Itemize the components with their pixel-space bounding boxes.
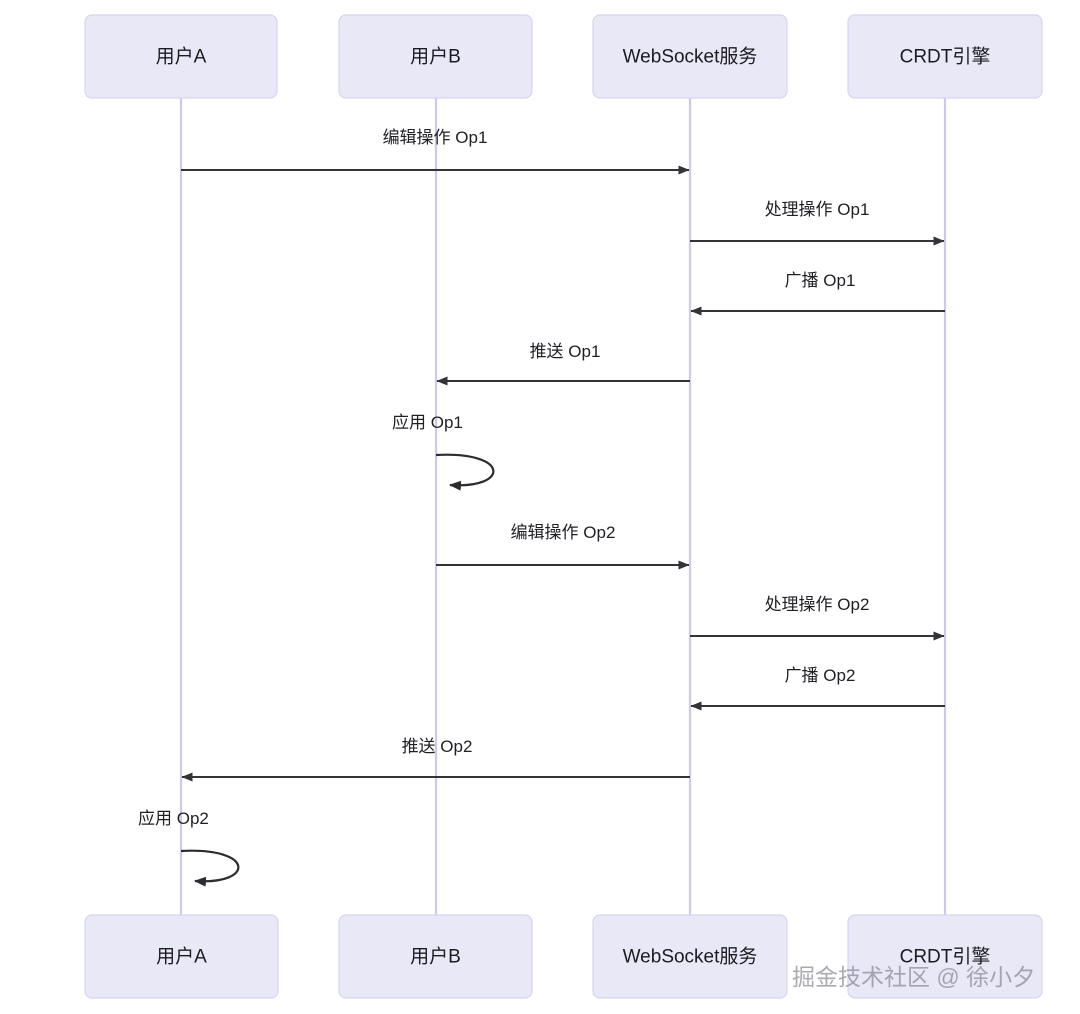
actor-box-top-2[interactable]: 用户B	[338, 14, 533, 99]
actor-box-bottom-4[interactable]: CRDT引擎	[847, 914, 1043, 999]
actor-label: WebSocket服务	[623, 46, 758, 68]
actor-box-top-3[interactable]: WebSocket服务	[592, 14, 788, 99]
message-label: 编辑操作 Op1	[383, 128, 488, 147]
message-label: 推送 Op1	[530, 342, 601, 361]
message-2: 处理操作 Op1	[690, 200, 945, 246]
message-10: 应用 Op2	[138, 809, 240, 887]
actor-label: CRDT引擎	[900, 946, 991, 968]
self-loop-arrow	[435, 453, 495, 491]
message-label: 广播 Op2	[785, 666, 856, 685]
actor-box-top-1[interactable]: 用户A	[84, 14, 278, 99]
message-4: 推送 Op1	[436, 342, 690, 386]
messages-group: 编辑操作 Op1 处理操作 Op1 广播 Op1 推送 Op1 应用 Op1 编辑操作 O…	[138, 128, 945, 887]
actor-box-rect[interactable]	[84, 14, 278, 99]
message-5: 应用 Op1	[392, 413, 495, 491]
message-1: 编辑操作 Op1	[181, 128, 690, 175]
message-label: 推送 Op2	[402, 737, 473, 756]
actor-boxes-top: 用户A 用户B WebSocket服务 CRDT引擎	[84, 14, 1043, 99]
message-3: 广播 Op1	[690, 271, 945, 316]
actor-box-rect[interactable]	[847, 14, 1043, 99]
actor-label: CRDT引擎	[900, 46, 991, 68]
self-loop-arrow	[180, 849, 240, 887]
actor-boxes-bottom: 用户A 用户B WebSocket服务 CRDT引擎	[84, 914, 1043, 999]
actor-label: 用户B	[410, 946, 461, 968]
message-label: 编辑操作 Op2	[511, 523, 616, 542]
actor-box-bottom-3[interactable]: WebSocket服务	[592, 914, 788, 999]
message-6: 编辑操作 Op2	[436, 523, 690, 570]
actor-box-rect[interactable]	[592, 14, 788, 99]
actor-label: 用户A	[156, 46, 207, 68]
message-label: 应用 Op1	[392, 413, 463, 432]
actor-box-bottom-2[interactable]: 用户B	[338, 914, 533, 999]
actor-box-top-4[interactable]: CRDT引擎	[847, 14, 1043, 99]
actor-box-rect[interactable]	[847, 914, 1043, 999]
actor-box-rect[interactable]	[84, 914, 279, 999]
actor-box-bottom-1[interactable]: 用户A	[84, 914, 279, 999]
actor-box-rect[interactable]	[338, 14, 533, 99]
message-label: 处理操作 Op2	[765, 595, 870, 614]
watermark: 掘金技术社区 @ 徐小夕	[792, 964, 1035, 990]
actor-box-rect[interactable]	[592, 914, 788, 999]
watermark-label: 掘金技术社区 @ 徐小夕	[792, 964, 1035, 990]
message-label: 广播 Op1	[785, 271, 856, 290]
message-8: 广播 Op2	[690, 666, 945, 711]
message-label: 应用 Op2	[138, 809, 209, 828]
actor-label: 用户A	[156, 946, 207, 968]
message-7: 处理操作 Op2	[690, 595, 945, 641]
actor-label: WebSocket服务	[623, 946, 758, 968]
actor-box-rect[interactable]	[338, 914, 533, 999]
actor-label: 用户B	[410, 46, 461, 68]
message-9: 推送 Op2	[181, 737, 690, 782]
lifelines-group	[179, 98, 947, 915]
message-label: 处理操作 Op1	[765, 200, 870, 219]
